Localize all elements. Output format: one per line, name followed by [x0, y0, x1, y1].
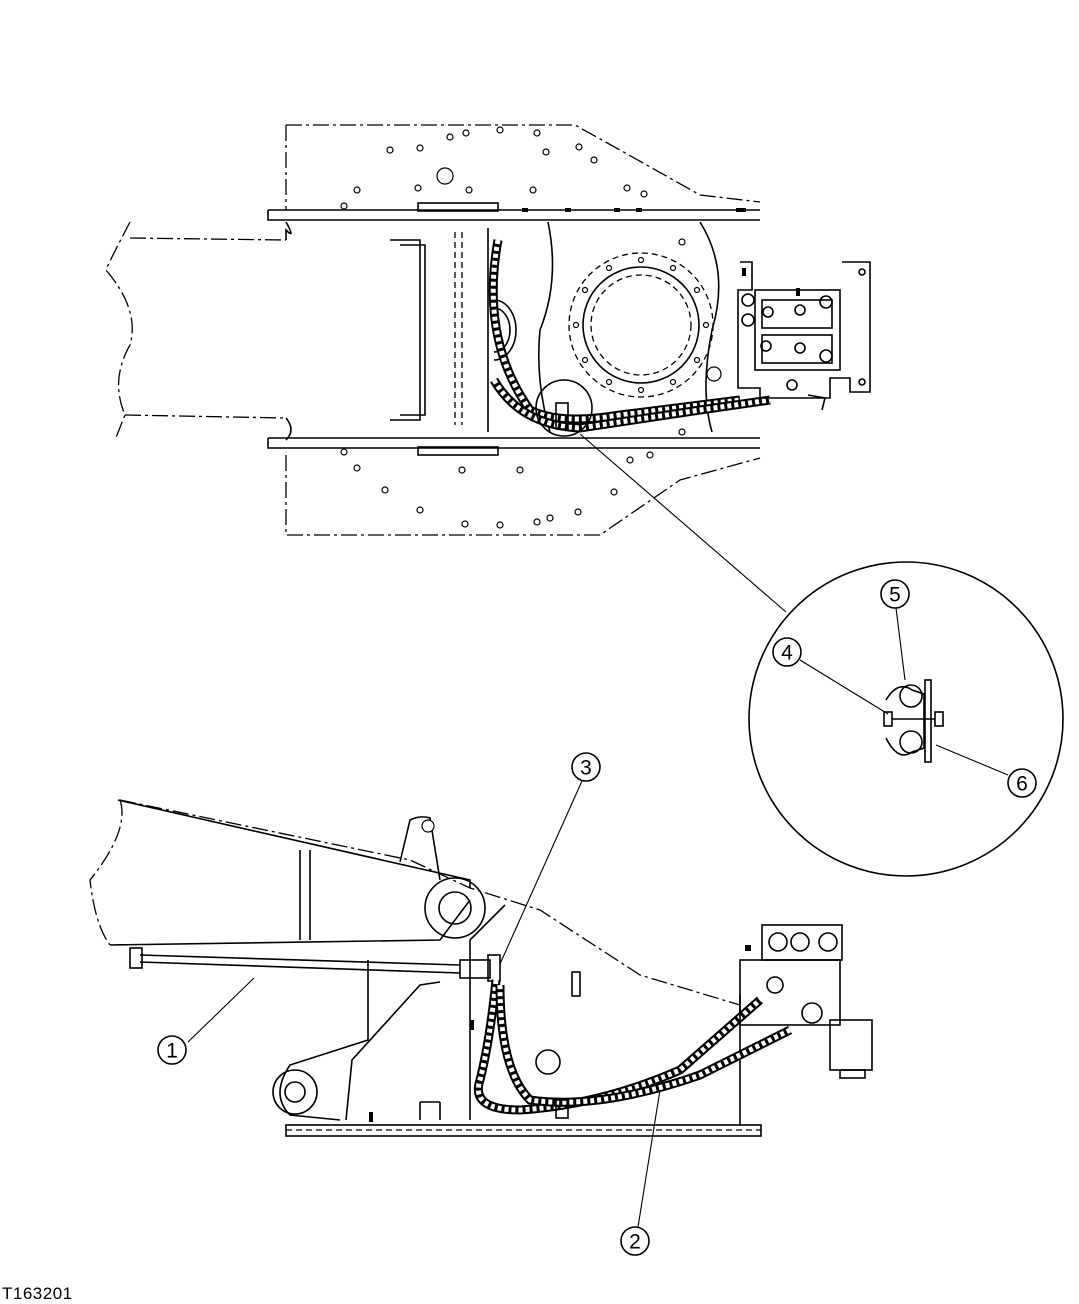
callout-label: 5 [889, 584, 901, 607]
callout-1: 1 [157, 1035, 187, 1065]
callout-leaders [187, 607, 1009, 1228]
callout-2: 2 [620, 1226, 650, 1256]
boom-hose [129, 947, 501, 982]
callout-4: 4 [772, 637, 802, 667]
callout-label: 6 [1016, 773, 1028, 796]
side-view-boom [89, 799, 762, 1137]
top-view-hoses [488, 239, 771, 437]
bearing-bolt-circle [572, 256, 710, 394]
callout-label: 3 [580, 757, 592, 780]
top-view-frame [105, 124, 761, 536]
callout-label: 1 [166, 1040, 178, 1063]
callout-label: 2 [629, 1231, 641, 1254]
detail-leader-line [579, 433, 787, 613]
top-control-valve [737, 261, 871, 411]
side-hoses [474, 979, 793, 1119]
detail-view [748, 561, 1064, 877]
callout-3: 3 [571, 752, 601, 782]
callout-6: 6 [1007, 768, 1037, 798]
side-control-valve [739, 924, 873, 1079]
callout-label: 4 [781, 642, 793, 665]
callout-5: 5 [880, 579, 910, 609]
figure-id-label: T163201 [2, 1284, 73, 1303]
